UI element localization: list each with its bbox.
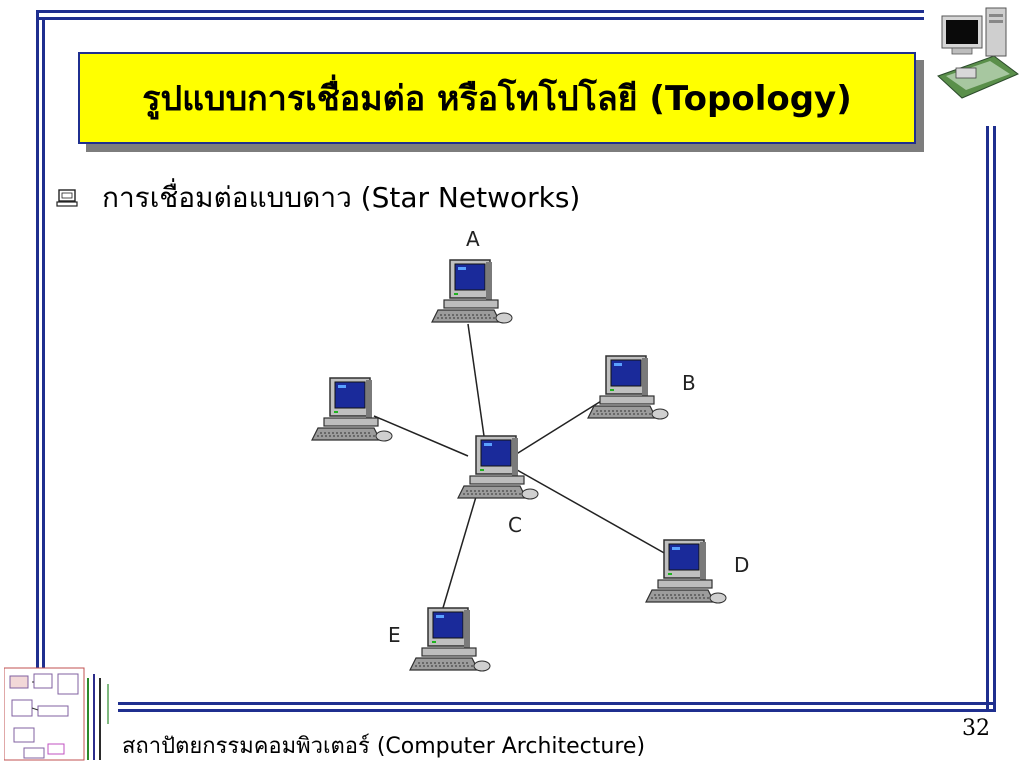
bullet-text: การเชื่อมต่อแบบดาว (Star Networks) xyxy=(102,181,581,214)
computer-f xyxy=(311,377,393,442)
label-d: D xyxy=(734,553,749,577)
frame-right-line-2 xyxy=(993,126,996,712)
frame-top-line-2 xyxy=(36,17,924,20)
link-c-b xyxy=(509,397,607,459)
frame-top-line-1 xyxy=(36,10,924,13)
desktop-pc-icon xyxy=(937,7,1019,99)
label-b: B xyxy=(682,371,696,395)
label-e: E xyxy=(388,623,401,647)
footer-course-title: สถาปัตยกรรมคอมพิวเตอร์ (Computer Archite… xyxy=(122,734,646,759)
computer-b xyxy=(587,355,669,420)
link-c-d xyxy=(509,465,667,555)
frame-bottom-line-1 xyxy=(118,702,996,705)
computer-c xyxy=(457,435,539,500)
frame-left-line-2 xyxy=(42,17,45,704)
computer-e xyxy=(409,607,491,672)
computer-icon xyxy=(56,189,78,207)
bullet-item: การเชื่อมต่อแบบดาว (Star Networks) xyxy=(56,176,580,220)
slide-title: รูปแบบการเชื่อมต่อ หรือโทโปโลยี (Topolog… xyxy=(142,79,852,119)
star-network-diagram: A B C D E F xyxy=(311,227,749,672)
frame-left-line-1 xyxy=(36,10,39,704)
frame-bottom-line-2 xyxy=(118,709,996,712)
block-diagram-icon xyxy=(4,667,109,761)
link-c-a xyxy=(467,323,487,451)
computer-a xyxy=(431,259,513,324)
title-box: รูปแบบการเชื่อมต่อ หรือโทโปโลยี (Topolog… xyxy=(78,52,916,144)
page-number: 32 xyxy=(962,716,990,741)
frame-right-line-1 xyxy=(986,126,989,712)
link-c-e xyxy=(439,489,479,619)
label-c: C xyxy=(508,513,522,537)
link-c-f xyxy=(373,415,469,457)
label-a: A xyxy=(466,227,480,251)
